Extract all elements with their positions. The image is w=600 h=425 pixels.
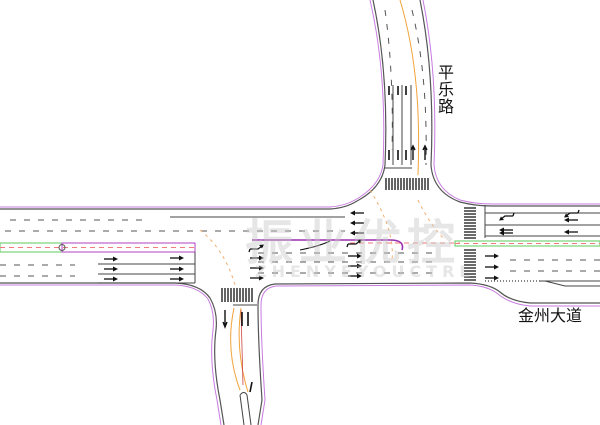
road-edge <box>0 0 387 210</box>
arrow-straight-icon <box>103 265 119 273</box>
south-approach <box>222 304 257 425</box>
arrow-down-icon <box>222 310 228 329</box>
road-edge <box>0 282 225 425</box>
arrow-straight-icon <box>484 274 500 282</box>
arrow-straight-icon <box>169 265 185 273</box>
watermark-logo: 振业优控 <box>245 215 462 271</box>
north-road-name: 平乐路 <box>435 64 454 115</box>
center-divider <box>252 239 404 251</box>
arrow-straight-icon <box>498 226 514 234</box>
arrow-straight-icon <box>563 216 579 224</box>
road-edge-curb <box>0 284 222 425</box>
median-pink <box>61 242 196 253</box>
arrow-straight-icon <box>169 254 185 262</box>
road-edge-curb <box>0 0 385 208</box>
west-approach <box>0 216 345 284</box>
road-edge <box>419 0 600 207</box>
arrow-left-turn-icon <box>563 209 580 219</box>
arrow-turn-icons <box>388 86 407 160</box>
crosswalk-north <box>385 178 429 190</box>
median-nose-marker <box>58 244 66 251</box>
road-edge-curb <box>260 284 600 425</box>
crosswalk-south <box>221 288 253 302</box>
arrow-straight-icon <box>484 263 500 271</box>
arrow-straight-icon <box>484 252 500 260</box>
arrow-straight-icon <box>103 255 119 263</box>
road-edge <box>257 282 600 425</box>
road-edge-curb <box>422 0 600 205</box>
arrow-up-icons <box>410 144 428 160</box>
crosswalk-east <box>464 207 476 281</box>
watermark-logo-en: ZHENYEYOUCTRL <box>255 262 475 281</box>
east-road-name: 金州大道 <box>518 306 583 325</box>
arrow-turn-icons <box>241 312 253 393</box>
arrow-straight-icon <box>498 229 514 237</box>
arrow-left-turn-icon <box>498 212 515 222</box>
arrow-straight-icon <box>103 275 119 283</box>
central-lanes <box>199 189 460 286</box>
east-approach <box>454 205 600 287</box>
north-approach <box>384 0 428 176</box>
arrow-straight-icon <box>169 275 185 283</box>
arrow-straight-icon <box>563 228 579 236</box>
